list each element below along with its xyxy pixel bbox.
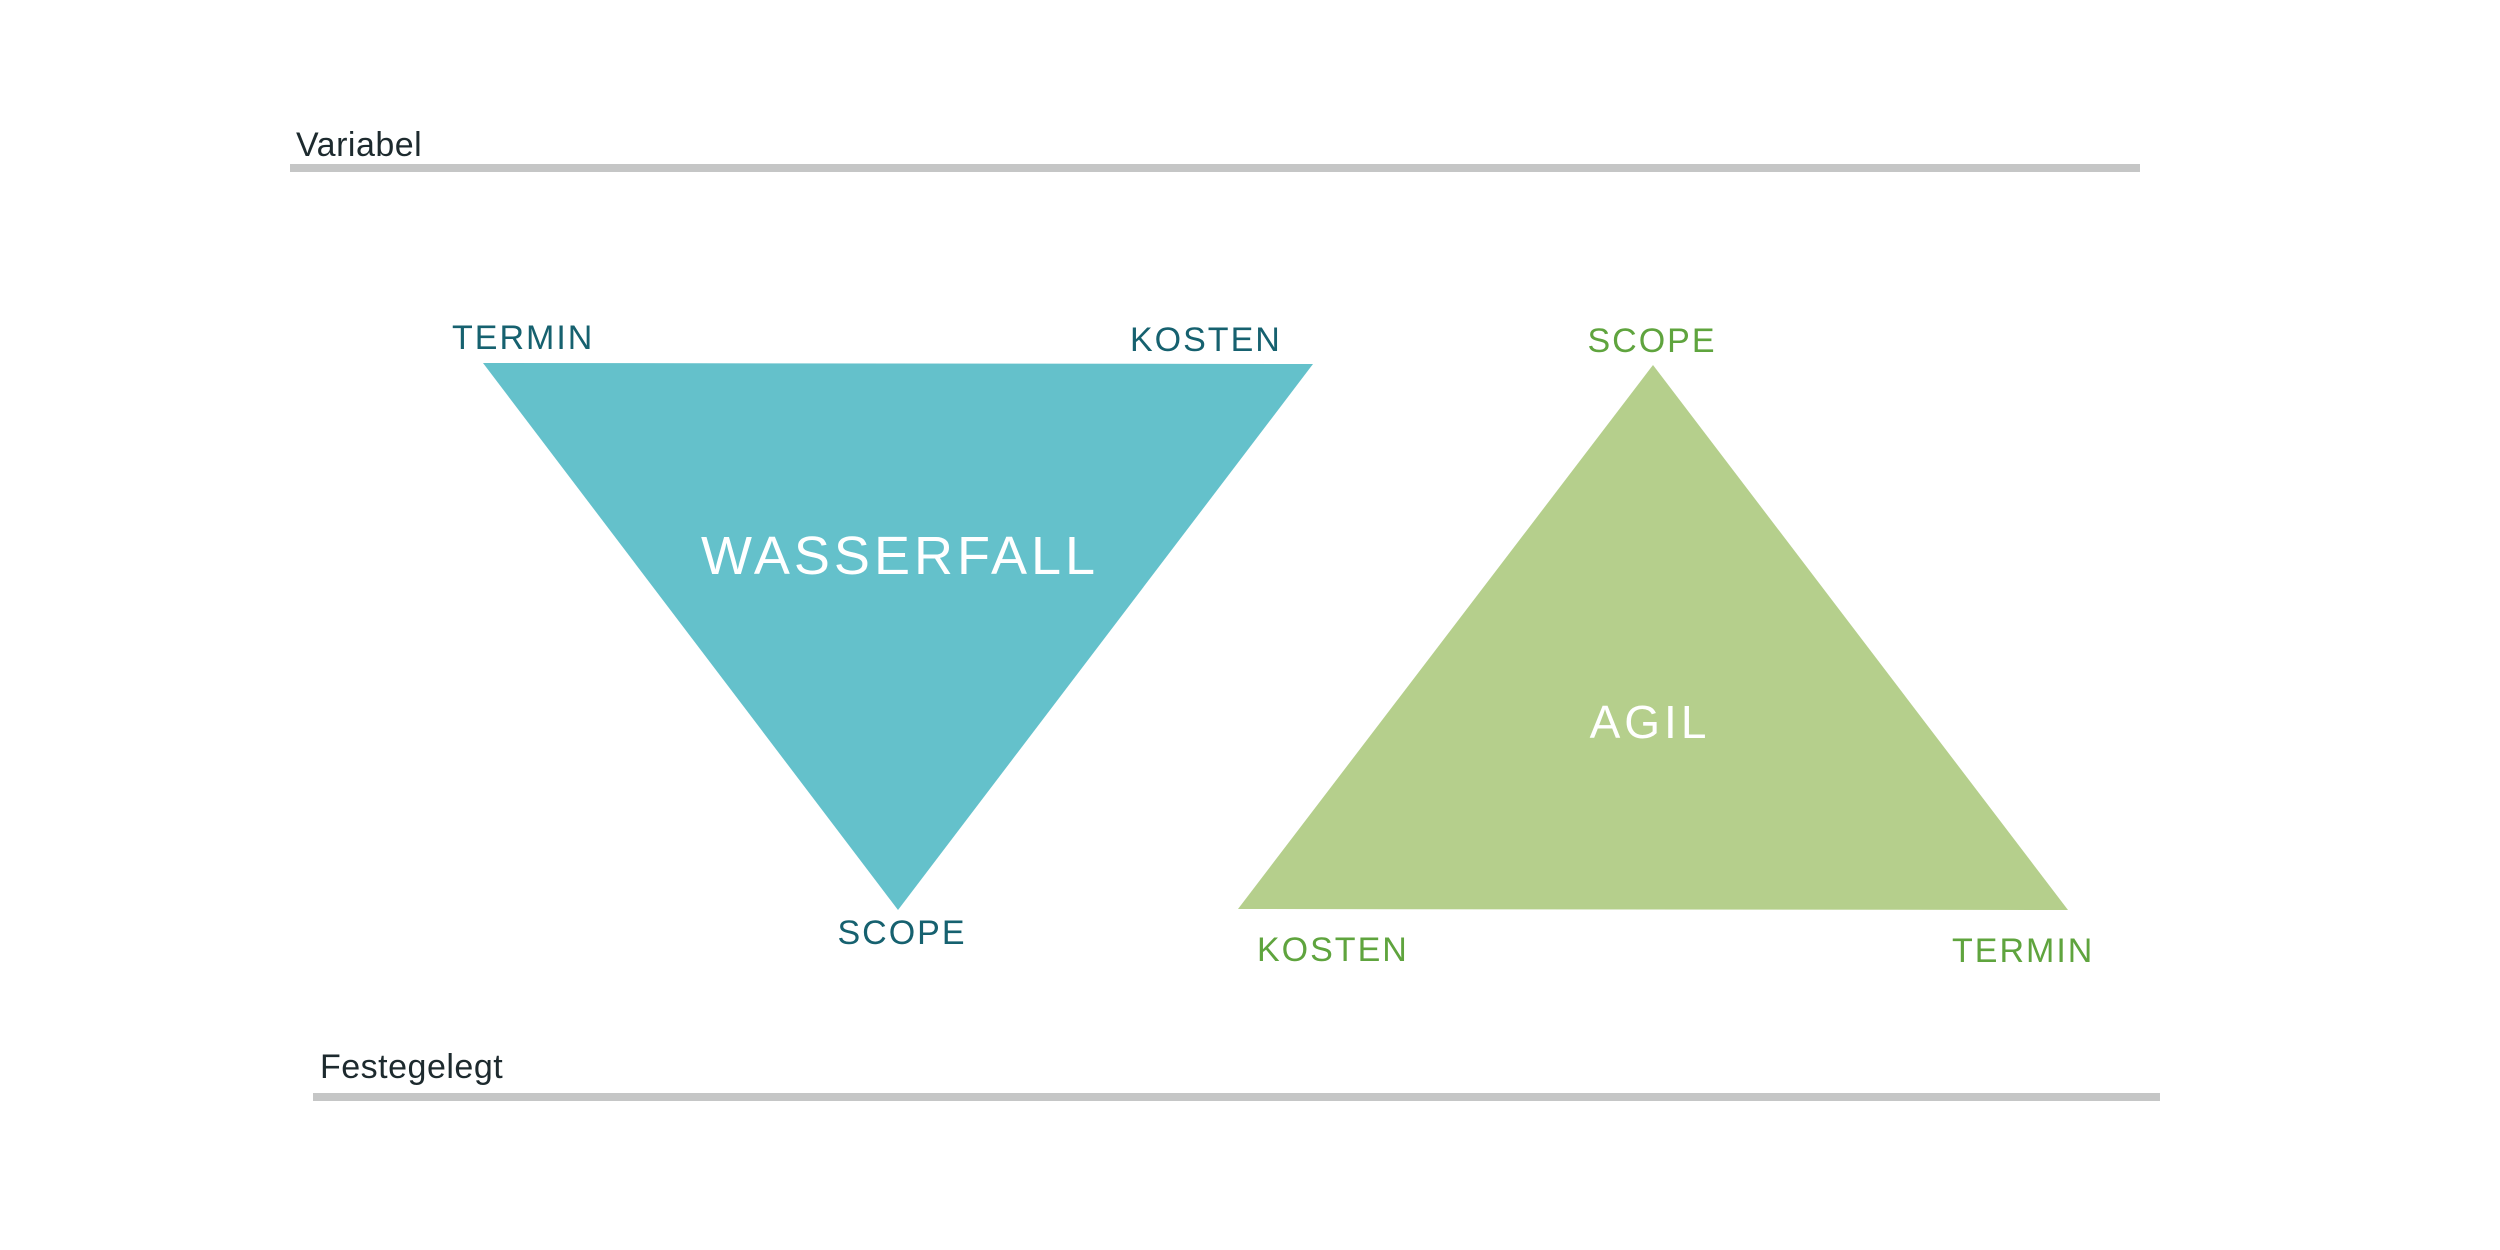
agile-corner-kosten: KOSTEN (1257, 931, 1409, 969)
agile-corner-termin: TERMIN (1952, 932, 2095, 970)
waterfall-corner-kosten: KOSTEN (1130, 321, 1282, 359)
waterfall-corner-scope: SCOPE (837, 914, 967, 952)
waterfall-triangle (483, 363, 1313, 910)
fixed-scale-label: Festegelegt (320, 1048, 504, 1086)
waterfall-title: WASSERFALL (700, 526, 1100, 586)
agile-title: AGIL (1589, 696, 1711, 748)
agile-triangle (1238, 365, 2068, 910)
variable-scale-label: Variabel (296, 126, 423, 164)
fixed-scale-rule (313, 1093, 2160, 1101)
waterfall-corner-termin: TERMIN (452, 319, 595, 357)
agile-corner-scope: SCOPE (1587, 322, 1717, 360)
variable-scale-rule (290, 164, 2140, 172)
